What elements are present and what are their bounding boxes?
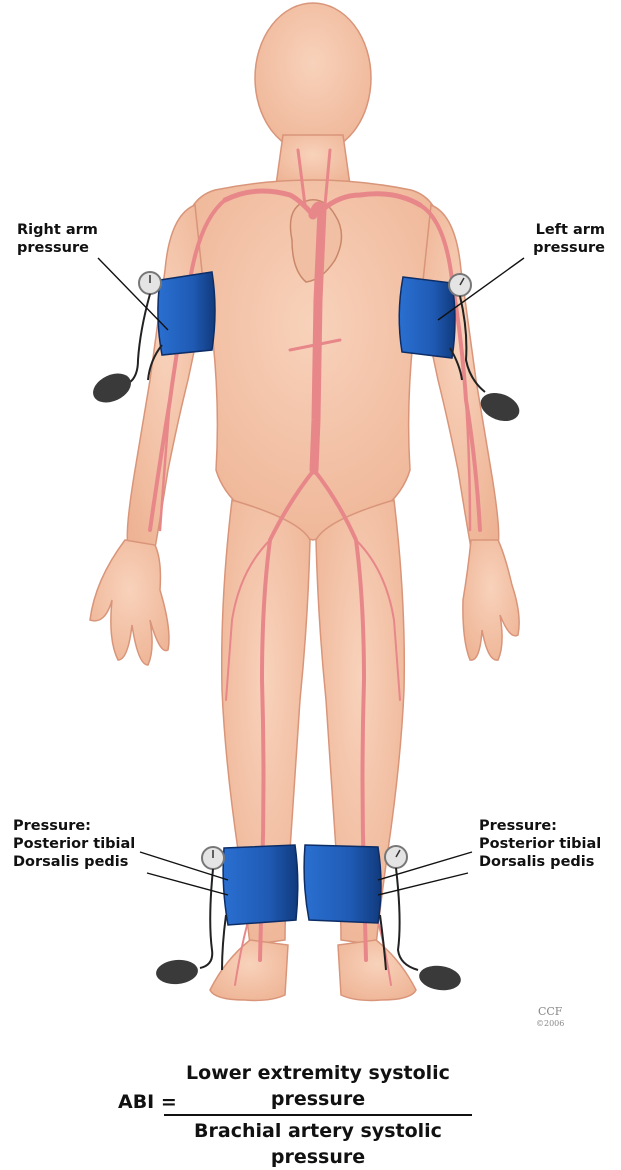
inflation-bulb-icon [418, 963, 463, 993]
inflation-bulb-icon [477, 388, 523, 426]
left-hand [463, 540, 519, 660]
inflation-bulb-icon [88, 368, 135, 408]
inflation-bulb-icon [155, 958, 199, 986]
left-ankle-pressure-label: Pressure: Posterior tibial Dorsalis pedi… [479, 817, 601, 871]
right-arm-pressure-label: Right arm pressure [17, 221, 98, 257]
head [255, 3, 371, 153]
left-foot [338, 940, 416, 1000]
neck [276, 135, 350, 185]
right-ankle-pressure-label: Pressure: Posterior tibial Dorsalis pedi… [13, 817, 135, 871]
anatomy-illustration [0, 0, 621, 1050]
right-hand [90, 540, 169, 665]
formula-numerator: Lower extremity systolic pressure [164, 1060, 472, 1112]
ccf-watermark: CCF ©2006 [536, 1006, 564, 1030]
left-arm-pressure-label: Left arm pressure [520, 221, 605, 257]
watermark-line-1: CCF [536, 1006, 564, 1018]
left-arm [421, 205, 499, 548]
formula-denominator: Brachial artery systolic pressure [164, 1118, 472, 1170]
formula-fraction: Lower extremity systolic pressure Brachi… [164, 1060, 472, 1170]
watermark-line-2: ©2006 [536, 1018, 564, 1030]
fraction-bar [164, 1114, 472, 1116]
